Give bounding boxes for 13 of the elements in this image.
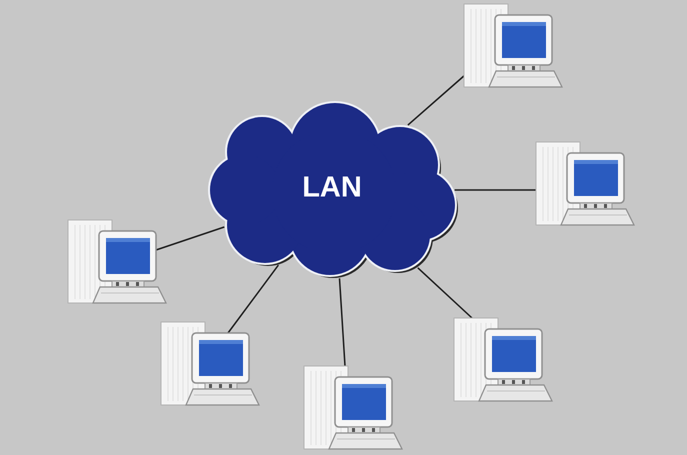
desktop-computer	[160, 321, 260, 407]
connector-line	[156, 226, 225, 251]
connector-line	[407, 74, 466, 126]
desktop-computer	[67, 219, 167, 305]
connector-line	[338, 278, 346, 366]
cloud-label: LAN	[302, 174, 362, 202]
connector-line	[454, 189, 536, 191]
desktop-computer	[453, 317, 553, 403]
desktop-computer	[463, 3, 563, 89]
desktop-computer	[535, 141, 635, 227]
desktop-computer	[303, 365, 403, 451]
connector-line	[417, 267, 472, 319]
connector-line	[227, 264, 279, 334]
